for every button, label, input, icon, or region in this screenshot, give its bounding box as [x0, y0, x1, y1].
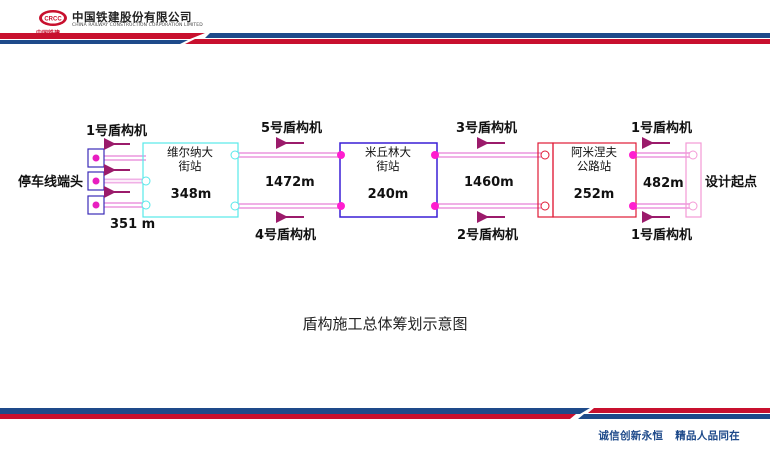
slogan-2: 精品人品同在	[675, 430, 740, 442]
station-1-name-line1: 维尔纳大	[167, 145, 213, 159]
diagram-caption: 盾构施工总体筹划示意图	[302, 315, 468, 333]
company-name-cn: 中国铁建股份有限公司	[72, 10, 192, 24]
tbm-label-depot-top: 1号盾构机	[86, 123, 147, 139]
station-1-length: 348m	[171, 187, 212, 202]
footer-slogan: 诚信创新永恒精品人品同在	[586, 428, 740, 443]
station-2-length: 240m	[368, 187, 409, 202]
design-start-box	[685, 142, 702, 218]
section-1-length: 351 m	[110, 217, 155, 232]
tbm-label-sec2-top: 5号盾构机	[261, 120, 322, 136]
tbm-label-sec4-bottom: 1号盾构机	[631, 227, 692, 243]
section-3-length: 1460m	[464, 175, 514, 190]
brand-short: 中国铁建	[36, 30, 61, 37]
station-3-box	[552, 142, 637, 218]
header-stripes	[0, 33, 770, 44]
tbm-label-sec2-bottom: 4号盾构机	[255, 227, 316, 243]
design-start-label: 设计起点	[705, 174, 757, 190]
station-2-box	[339, 142, 438, 218]
direction-arrows	[104, 137, 670, 223]
station-2-name-line2: 街站	[377, 159, 400, 173]
crcc-logo: CRCC	[39, 10, 67, 26]
company-name-en: CHINA RAILWAY CONSTRUCTION CORPORATION L…	[72, 23, 203, 28]
station-3-length: 252m	[574, 187, 615, 202]
station-1-name-line2: 街站	[179, 159, 202, 173]
section-4-length: 482m	[643, 176, 684, 191]
logo-text: CRCC	[44, 17, 62, 23]
slogan-1: 诚信创新永恒	[598, 430, 664, 442]
section-2-length: 1472m	[265, 175, 315, 190]
station-3-name-line1: 阿米涅夫	[571, 145, 617, 159]
depot-label: 停车线端头	[18, 174, 83, 190]
tbm-label-sec3-bottom: 2号盾构机	[457, 227, 518, 243]
station-2-name-line1: 米丘林大	[365, 145, 411, 159]
station-3-name-line2: 公路站	[577, 159, 612, 173]
shield-tunnel-diagram: 1号盾构机 5号盾构机 4号盾构机 3号盾构机 2号盾构机 1号盾构机 1号盾构…	[18, 120, 757, 243]
tbm-label-sec4-top: 1号盾构机	[631, 120, 692, 136]
tbm-label-sec3-top: 3号盾构机	[456, 120, 517, 136]
